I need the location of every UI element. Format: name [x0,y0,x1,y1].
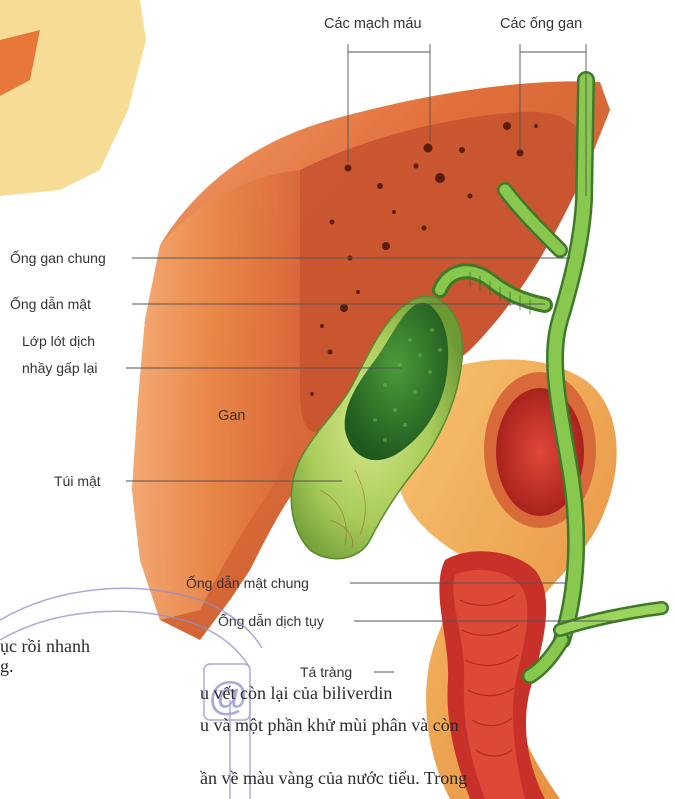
label-duodenum: Tá tràng [300,664,352,680]
label-folded-lining-line1: Lớp lót dịch [22,333,95,349]
label-hepatic-ducts: Các ống gan [500,16,582,32]
body-text-line-3: u vết còn lại của biliverdin [200,683,392,703]
label-pancreatic-duct: Ống dẫn dịch tụy [218,612,324,629]
label-blood-vessels: Các mạch máu [324,16,422,32]
label-common-bile-duct: Ống dẫn mật chung [186,574,309,591]
label-common-hepatic-duct: Ống gan chung [10,249,106,266]
body-text-line-4: u và một phần khử mùi phân và còn [200,715,459,735]
label-gallbladder: Túi mật [54,473,101,489]
label-folded-lining-line2: nhầy gấp lại [22,360,98,376]
label-cystic-duct: Ống dẫn mật [10,295,91,312]
body-text-line-2: g. [0,656,14,676]
label-liver: Gan [218,408,245,424]
body-text-line-1: ục rồi nhanh [0,636,90,656]
body-text-line-5: ần về màu vàng của nước tiểu. Trong [199,768,467,788]
